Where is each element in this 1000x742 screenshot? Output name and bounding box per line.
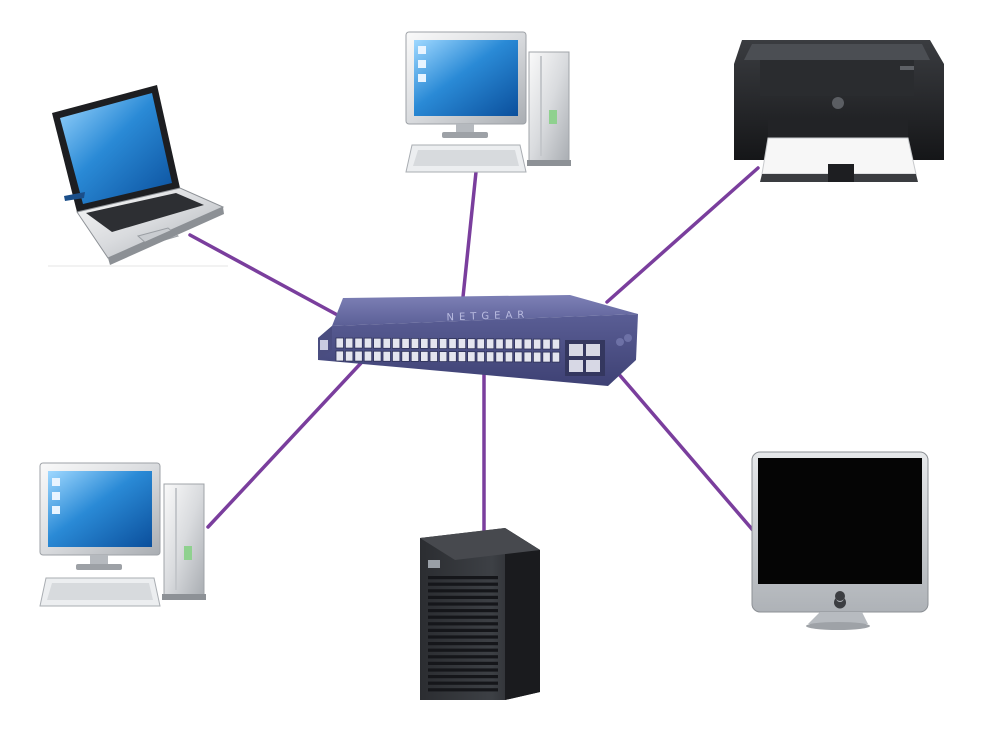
switch-port	[391, 350, 401, 362]
server-vent-slot	[428, 576, 498, 580]
server-vents	[428, 576, 498, 692]
switch-port	[457, 351, 467, 363]
server-vent-slot	[428, 675, 498, 679]
server-vent-slot	[428, 582, 498, 586]
server-vent-slot	[428, 681, 498, 685]
link-monitor	[615, 370, 759, 537]
switch-port	[410, 350, 420, 362]
switch-port	[354, 350, 363, 362]
link-laptop	[188, 233, 345, 320]
switch-port	[476, 351, 485, 363]
desktop-computer-icon	[405, 31, 571, 173]
switch-port	[438, 351, 448, 363]
switch-port	[495, 338, 504, 350]
server-vent-slot	[428, 688, 498, 692]
server-vent-slot	[428, 602, 498, 606]
network-switch-icon: NETGEAR	[318, 295, 638, 386]
switch-port	[551, 338, 561, 350]
switch-port	[514, 338, 523, 350]
switch-port	[457, 338, 467, 350]
server-vent-slot	[428, 642, 498, 646]
server-vent-slot	[428, 635, 498, 639]
switch-port	[391, 337, 401, 349]
switch-port	[533, 338, 542, 350]
printer-icon	[734, 40, 944, 182]
switch-port	[382, 350, 391, 362]
switch-port	[382, 337, 391, 349]
desktop-computer-icon-2	[39, 462, 206, 607]
switch-port	[467, 338, 476, 350]
server-vent-slot	[428, 609, 498, 613]
server-tower-icon	[420, 528, 540, 700]
switch-port	[467, 351, 476, 363]
switch-port	[523, 351, 532, 363]
switch-port	[410, 337, 420, 349]
switch-brand-label: NETGEAR	[446, 310, 529, 324]
server-vent-slot	[428, 648, 498, 652]
laptop-icon	[48, 85, 228, 267]
switch-port	[429, 351, 438, 362]
server-vent-slot	[428, 595, 498, 599]
switch-port	[551, 351, 561, 363]
server-vent-slot	[428, 615, 498, 619]
switch-port	[504, 351, 514, 363]
switch-port	[363, 337, 373, 349]
switch-port	[354, 337, 363, 349]
switch-port	[542, 338, 551, 350]
monitor-icon	[751, 451, 929, 630]
switch-port	[344, 337, 354, 349]
server-vent-slot	[428, 628, 498, 632]
server-vent-slot	[428, 661, 498, 665]
switch-port	[504, 338, 514, 350]
switch-port	[514, 351, 523, 363]
switch-port	[335, 350, 344, 362]
link-desktop-left	[206, 360, 364, 529]
switch-port	[485, 351, 495, 363]
switch-port	[485, 338, 495, 350]
server-vent-slot	[428, 655, 498, 659]
switch-port	[523, 338, 532, 350]
server-vent-slot	[428, 622, 498, 626]
switch-port	[420, 337, 429, 349]
link-desktop-top	[461, 170, 478, 299]
switch-port	[373, 337, 382, 349]
switch-ports	[335, 337, 561, 363]
switch-port	[420, 350, 429, 362]
link-printer	[605, 166, 760, 304]
switch-port	[495, 351, 504, 363]
switch-port	[363, 350, 373, 362]
switch-port	[401, 337, 410, 349]
switch-port	[533, 351, 542, 363]
switch-port	[542, 351, 551, 363]
connection-links	[188, 166, 760, 537]
server-vent-slot	[428, 589, 498, 593]
switch-port	[429, 338, 438, 349]
switch-port	[448, 338, 457, 350]
switch-port	[438, 338, 448, 350]
switch-port	[373, 350, 382, 362]
server-vent-slot	[428, 668, 498, 672]
switch-port	[335, 337, 344, 349]
switch-port	[401, 350, 410, 362]
switch-port	[476, 338, 485, 350]
switch-port	[448, 351, 457, 363]
switch-port	[344, 350, 354, 362]
